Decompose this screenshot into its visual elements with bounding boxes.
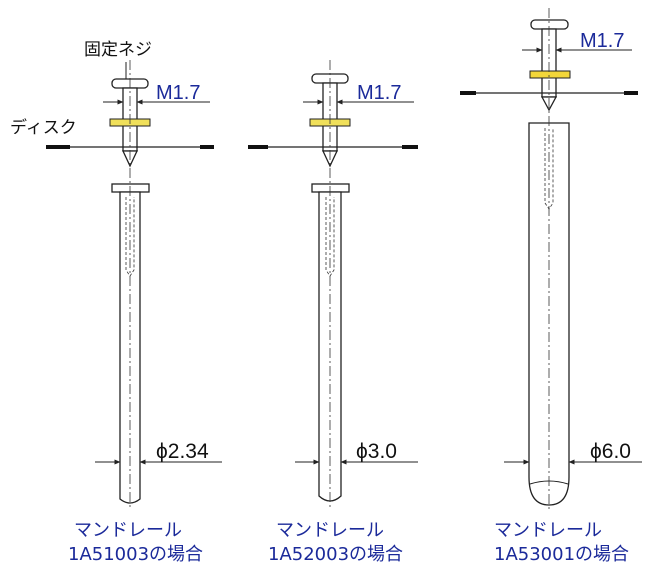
mandrel-shaft xyxy=(119,191,141,504)
diameter-label: ϕ3.0 xyxy=(356,440,397,463)
screw-head xyxy=(530,19,569,30)
diameter-label: ϕ6.0 xyxy=(590,440,631,463)
screw-label: 固定ネジ xyxy=(84,40,152,60)
mandrel-3: M1.7 ϕ6.0 マンドレール 1A53001の場合 xyxy=(460,8,642,565)
caption-model-name: マンドレール xyxy=(74,520,182,541)
caption-model-number: 1A52003の場合 xyxy=(268,544,403,565)
caption-model-name: マンドレール xyxy=(276,520,384,541)
caption-model-name: マンドレール xyxy=(494,520,602,541)
thread-label: M1.7 xyxy=(357,82,401,104)
diameter-label: ϕ2.34 xyxy=(156,440,209,463)
disk-spacer xyxy=(529,70,571,79)
thread-label: M1.7 xyxy=(156,82,200,104)
caption-model-number: 1A53001の場合 xyxy=(494,544,629,565)
caption-model-number: 1A51003の場合 xyxy=(68,544,203,565)
mandrel-collar xyxy=(111,183,150,193)
mandrel-collar xyxy=(311,183,350,193)
thread-label: M1.7 xyxy=(580,30,624,52)
disk-label: ディスク xyxy=(10,117,77,138)
mandrel-shaft xyxy=(318,191,342,502)
mandrel-2: M1.7 ϕ3.0 マンドレール 1A52003の場合 xyxy=(248,60,418,565)
mandrel-1: M1.7 ϕ2.34 マンドレール 1A51003の場合 xyxy=(46,60,222,565)
